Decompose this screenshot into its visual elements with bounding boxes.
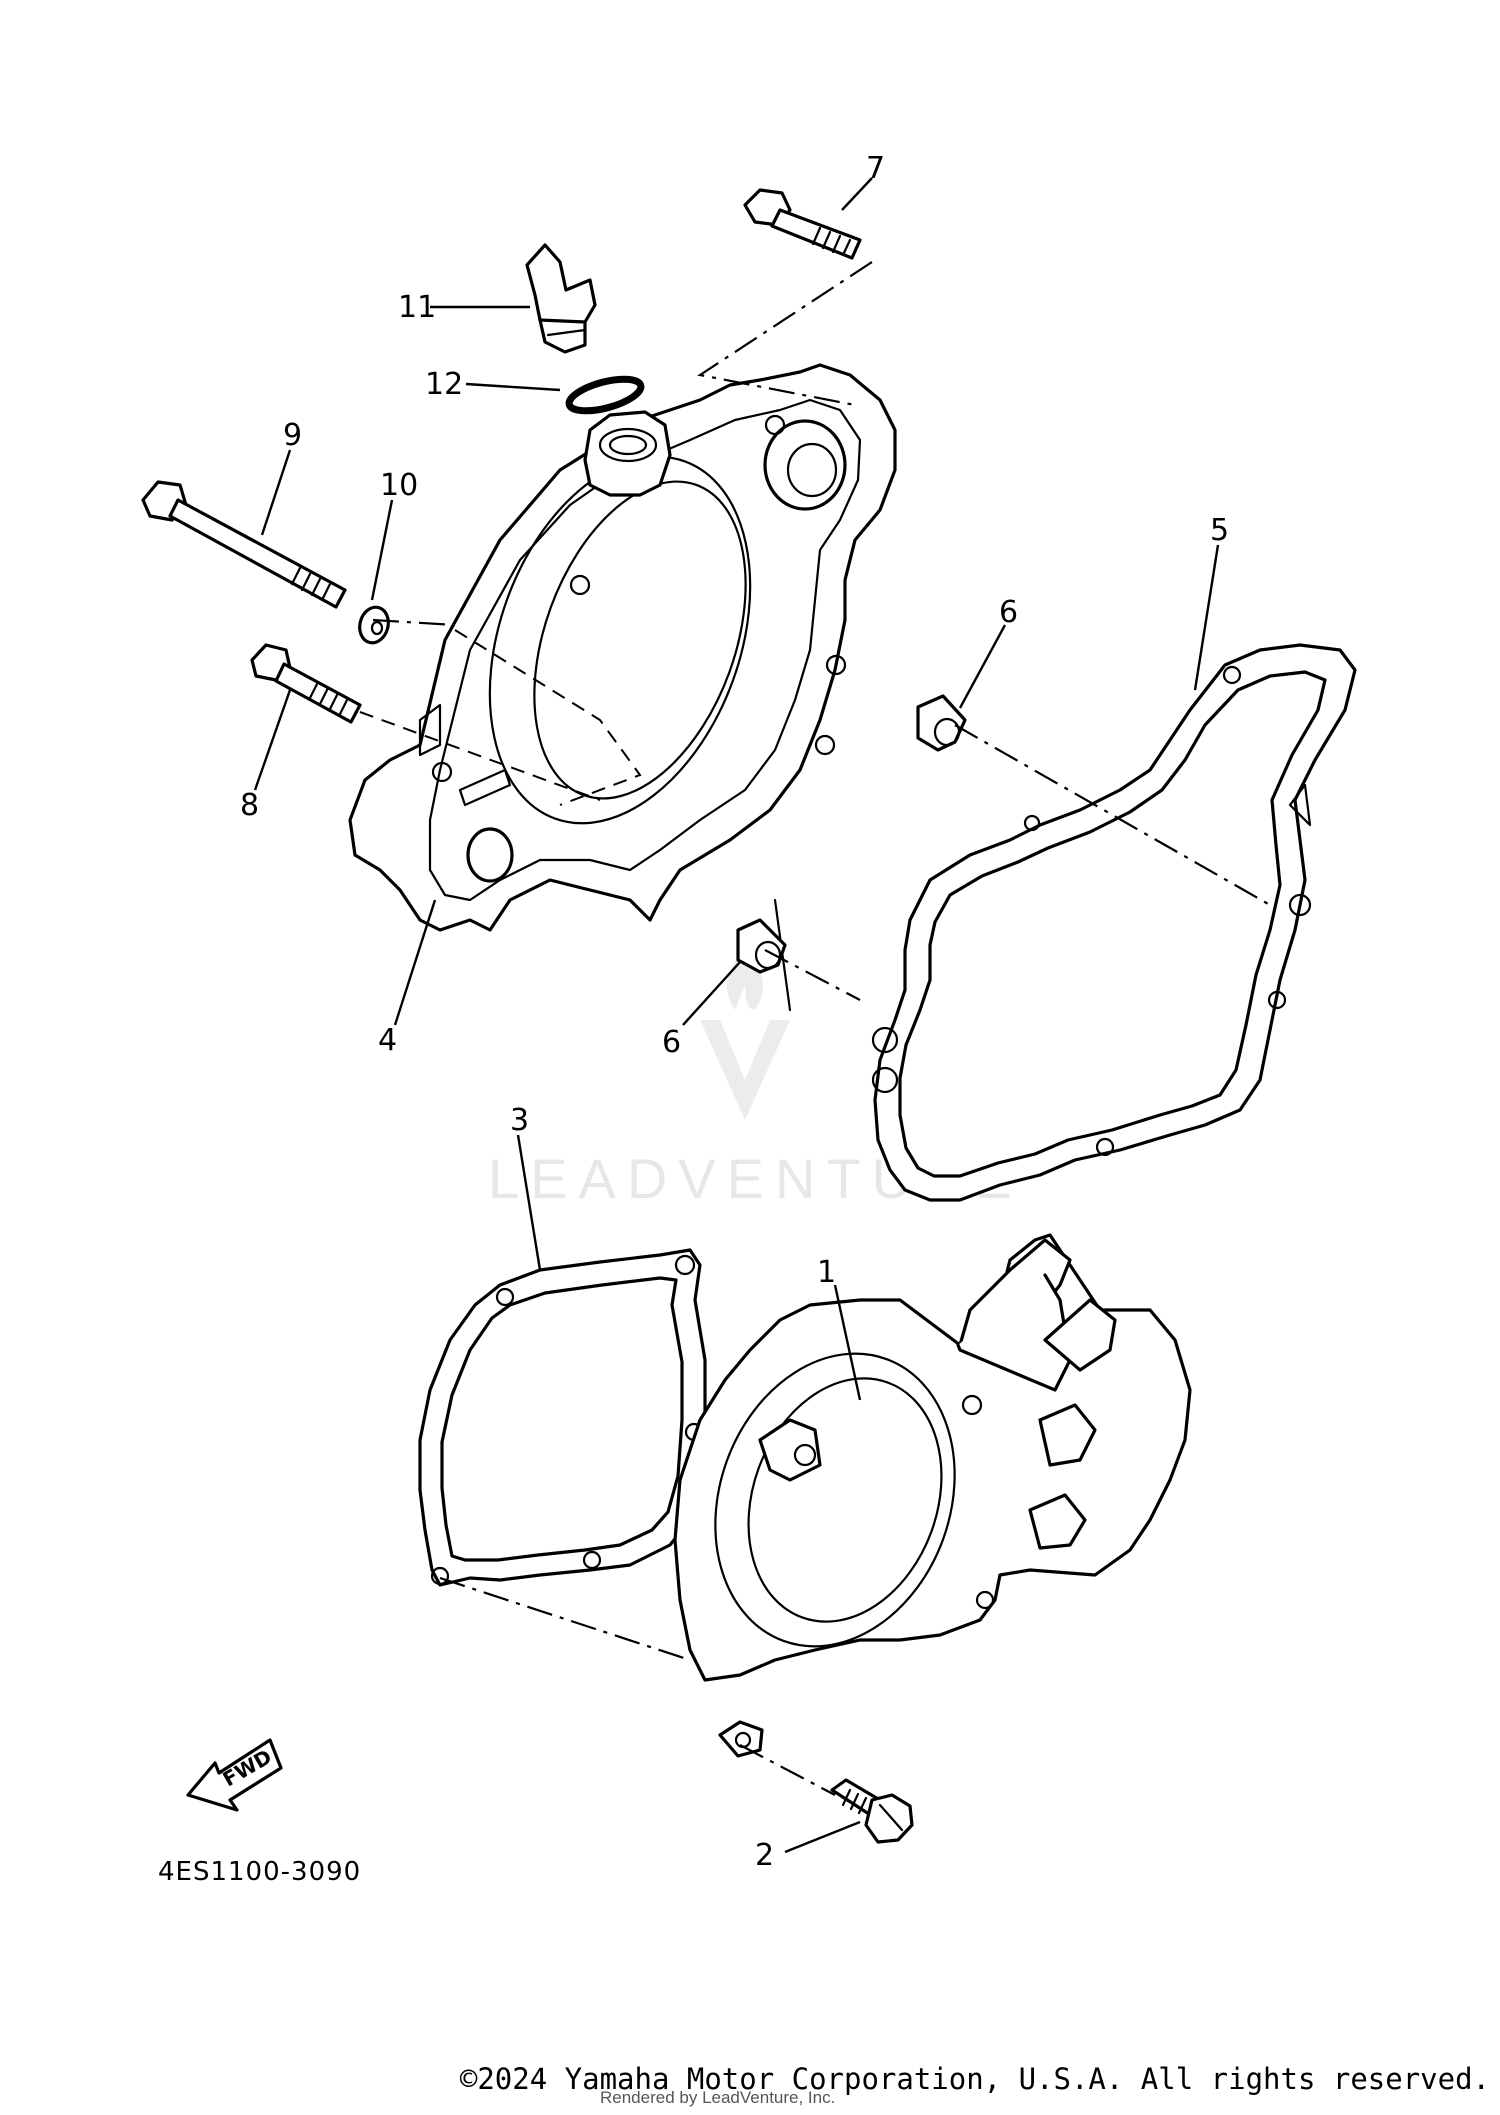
callout-5: 5 bbox=[1210, 513, 1229, 548]
callout-8: 8 bbox=[240, 788, 259, 823]
callout-3: 3 bbox=[510, 1103, 529, 1138]
callout-4: 4 bbox=[378, 1023, 397, 1058]
fwd-arrow-icon: FWD bbox=[186, 1738, 283, 1812]
bolt-7[interactable] bbox=[743, 188, 862, 260]
center-lines bbox=[359, 261, 1271, 1796]
bolt-2[interactable] bbox=[830, 1778, 914, 1844]
diagram-part-code: 4ES1100-3090 bbox=[158, 1857, 361, 1887]
copyright-notice: ©2024 Yamaha Motor Corporation, U.S.A. A… bbox=[459, 2062, 1490, 2096]
gasket-5[interactable] bbox=[871, 643, 1357, 1202]
dowel-pin-6-upper[interactable] bbox=[916, 694, 967, 752]
crankcase-cover-4[interactable] bbox=[348, 363, 897, 1012]
gasket-3[interactable] bbox=[418, 1248, 707, 1587]
callout-11: 11 bbox=[398, 290, 436, 325]
callout-1: 1 bbox=[817, 1255, 836, 1290]
callout-7: 7 bbox=[866, 151, 885, 186]
leader-lines bbox=[253, 177, 1220, 1854]
bolt-8[interactable] bbox=[250, 643, 362, 724]
callout-6-lower: 6 bbox=[662, 1025, 681, 1060]
callout-2: 2 bbox=[755, 1838, 774, 1873]
bolt-9[interactable] bbox=[141, 480, 347, 609]
callouts: 7 11 12 9 10 5 6 8 4 6 3 1 2 bbox=[240, 151, 1229, 1873]
callout-10: 10 bbox=[380, 468, 418, 503]
dowel-pin-6-lower[interactable] bbox=[736, 918, 787, 974]
oil-filler-cap-11[interactable] bbox=[525, 243, 597, 354]
rendered-by-notice: Rendered by LeadVenture, Inc. bbox=[600, 2088, 836, 2107]
callout-6-upper: 6 bbox=[999, 595, 1018, 630]
callout-9: 9 bbox=[283, 418, 302, 453]
callout-12: 12 bbox=[425, 367, 463, 402]
crankcase-cover-1[interactable] bbox=[673, 1233, 1192, 1758]
washer-10[interactable] bbox=[356, 604, 392, 646]
o-ring-12[interactable] bbox=[565, 373, 645, 417]
